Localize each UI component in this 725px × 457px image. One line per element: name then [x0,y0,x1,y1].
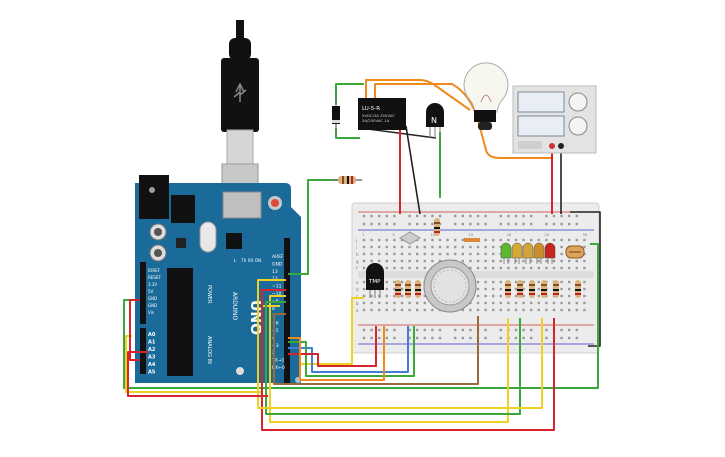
row-letter: e [356,280,359,285]
led [533,242,545,264]
wire-brown [273,313,479,385]
photoresistor [565,245,585,259]
row-letter: i [356,245,357,250]
row-letter: j [355,238,357,243]
column-number: 10 [430,232,435,237]
digital-pin-label: GND [272,261,283,267]
led [522,242,534,264]
power-pin-label: Vin [148,310,155,315]
row-letter: f [356,266,358,271]
digital-pin-label: TX→1 [271,358,285,364]
board-led-label: ON [255,258,261,263]
current-knob[interactable] [568,116,588,136]
row-letter: a [356,308,359,313]
analog-pin-label: A1 [148,340,156,346]
board-led-label: L [234,258,237,263]
digital-pin-label: ~10 [272,291,282,297]
analog-pin-label: A5 [148,370,156,376]
power-supply [512,85,597,154]
power-pin-label: 5V [148,289,154,294]
analog-pin-label: A0 [148,332,156,338]
power-pin-label: GND [148,296,157,301]
power-header-label: POWER [206,285,212,304]
transistor-label: N [431,116,437,125]
digital-pin-label: AREF [272,254,284,260]
row-letter: b [356,301,359,306]
analog-pin-label: A3 [148,355,156,361]
analog-pin-label: A4 [148,362,156,368]
atmega-chip [167,268,193,376]
digital-pin-label: ~11 [272,284,282,290]
led [511,242,523,264]
analog-pin-label: A2 [148,347,156,353]
power-pin-label: RESET [148,275,161,280]
row-letter: g [356,259,359,264]
relay-part: LU-5-R [362,106,380,112]
arduino-brand: ARDUINO [231,292,238,321]
diode [332,98,340,132]
light-bulb [463,62,509,130]
relay: LU-5-R 5VDC/3A 250VAC 5A/250VAC 1A [358,98,406,130]
led [500,242,512,264]
board-led-label: RX [248,258,254,263]
arduino-logo: UNO [247,300,263,335]
power-jack [139,175,169,219]
row-letter: d [356,287,359,292]
digital-pin-label: ~6 [272,321,279,327]
row-letter: c [356,294,358,299]
power-pin-label: 3.3V [148,282,157,287]
wire-orange-1 [365,79,471,111]
relay-line2: 5A/250VAC 1A [362,118,390,123]
board-led-label: TX [240,258,246,263]
digital-pin-label: ~5 [272,328,279,334]
power-pin-label: GND [148,303,157,308]
column-number: 1 [362,232,365,237]
wires [123,79,601,431]
column-number: 5 [392,232,395,237]
resistors-bank [395,218,581,298]
row-letter: h [356,252,359,257]
wire-orange-2 [374,83,553,159]
analog-header-label: ANALOG IN [206,336,212,364]
digital-pin-label: ~3 [272,343,279,349]
column-number: 30 [582,232,587,237]
relay-line1: 5VDC/3A 250VAC [362,113,395,118]
column-number: 25 [544,232,549,237]
supply-positive-terminal[interactable] [549,143,555,149]
voltage-knob[interactable] [568,92,588,112]
power-pin-labels: IOREF RESET 3.3V 5V GND GND Vin [148,268,161,315]
wire-green-resistor [288,179,344,275]
wire-green-a0 [123,243,599,389]
resistor-top [332,176,362,184]
digital-pin-label: 8 [272,306,275,312]
digital-pin-label: 13 [272,269,278,275]
led [544,242,556,264]
wire-red-bottom [261,289,555,431]
supply-negative-terminal[interactable] [558,143,564,149]
wire-blue [288,326,409,373]
temperature-probe [399,231,421,245]
temperature-sensor: TMP [366,263,384,298]
power-pin-label: IOREF [148,268,161,273]
digital-pin-label: RX←0 [272,365,285,371]
transistor: N [426,103,444,138]
jumper-orange [464,238,480,242]
column-number: 20 [506,232,511,237]
temp-sensor-label: TMP [368,279,381,285]
led-row [500,242,556,264]
column-number: 15 [468,232,473,237]
gas-sensor [423,259,477,313]
